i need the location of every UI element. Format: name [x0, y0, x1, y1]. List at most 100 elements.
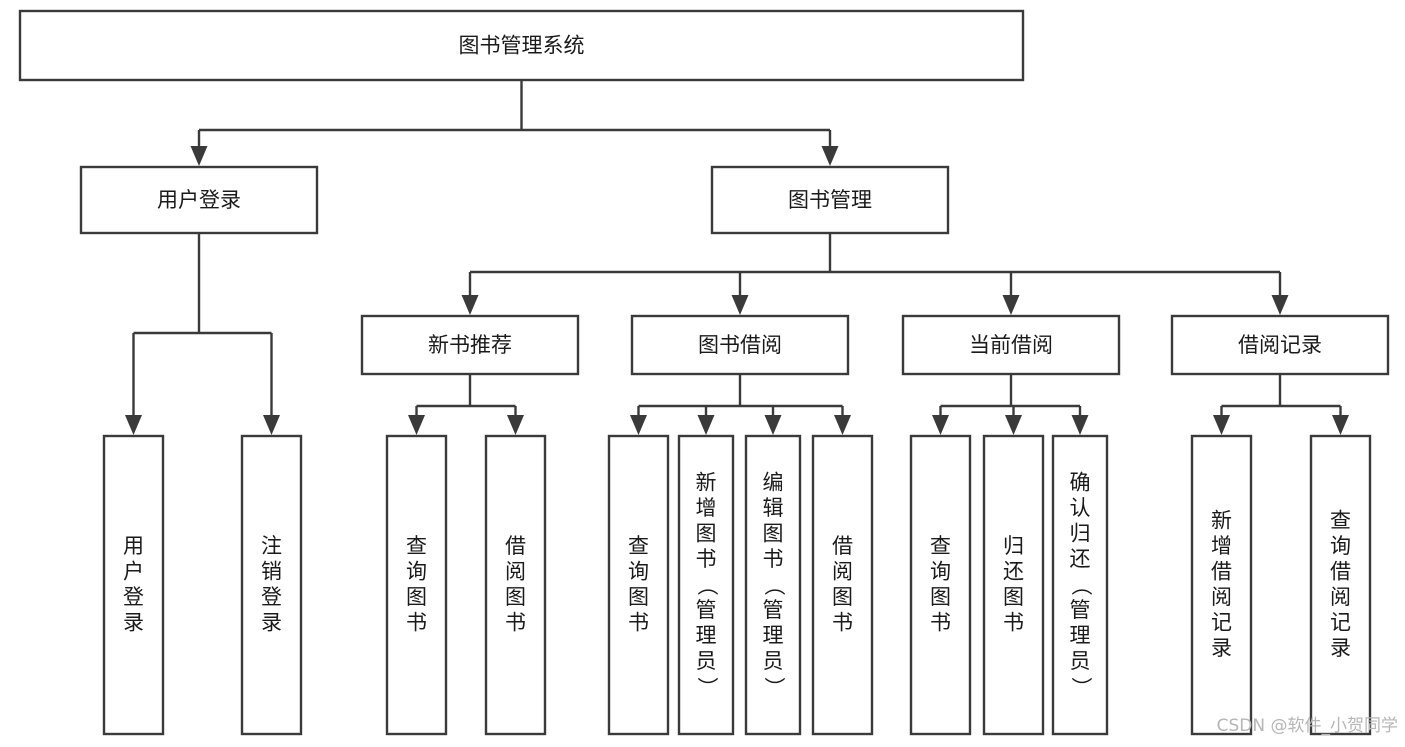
node-label-char: 管	[696, 598, 717, 622]
node-label-char: 销	[261, 560, 282, 584]
node-current-borrow[interactable]: 当前借阅	[901, 314, 1121, 376]
node-label-char: 登	[123, 585, 144, 609]
node-box-borrow-borrow-book	[811, 434, 874, 736]
node-label-char: 书	[628, 611, 649, 635]
node-box-borrow-add-book-admin	[677, 434, 735, 736]
node-box-user-login	[79, 165, 319, 235]
node-label-char: 增	[1211, 534, 1232, 558]
node-label-char: 图	[628, 585, 649, 609]
node-label-char: 借	[832, 534, 853, 558]
node-label-char: ）	[1069, 677, 1093, 698]
node-label-char: 认	[1070, 496, 1091, 520]
node-label-char: 阅	[832, 560, 853, 584]
node-label-char: 图	[505, 585, 526, 609]
node-label-char: 阅	[1211, 585, 1232, 609]
node-label-char: 新	[1211, 509, 1232, 533]
node-label-char: 户	[123, 560, 144, 584]
node-box-user-login-login	[102, 434, 165, 736]
node-user-login[interactable]: 用户登录	[79, 165, 319, 235]
node-label-char: 增	[696, 496, 717, 520]
node-book-management[interactable]: 图书管理	[710, 165, 950, 235]
node-label-char: 理	[1070, 623, 1091, 647]
node-label-char: 记	[1330, 611, 1351, 635]
node-box-borrow-edit-book-admin	[744, 434, 802, 736]
node-box-new-book-recommend	[360, 314, 580, 376]
node-label-char: 书	[696, 547, 717, 571]
node-label-char: 理	[696, 623, 717, 647]
node-box-book-borrow	[630, 314, 850, 376]
node-label-char: ）	[762, 677, 786, 698]
node-box-records-add-record	[1190, 434, 1253, 736]
node-label-char: 书	[763, 547, 784, 571]
node-label-char: 还	[1070, 547, 1091, 571]
node-label-char: 图	[406, 585, 427, 609]
node-label-char: 管	[1070, 598, 1091, 622]
node-label-char: 新	[696, 470, 717, 494]
node-root[interactable]: 图书管理系统	[18, 9, 1025, 82]
connector-layer	[125, 80, 1349, 435]
node-label-char: 录	[1211, 636, 1232, 660]
node-label-char: 查	[930, 534, 951, 558]
node-label-char: 管	[763, 598, 784, 622]
node-label-char: 书	[930, 611, 951, 635]
node-label-char: （	[762, 575, 786, 596]
node-label-char: 录	[261, 611, 282, 635]
node-label-char: 编	[763, 470, 784, 494]
node-label-char: 归	[1003, 534, 1024, 558]
node-label-char: 录	[123, 611, 144, 635]
node-label-char: 借	[1330, 560, 1351, 584]
node-box-user-login-logout	[240, 434, 303, 736]
node-box-root	[18, 9, 1025, 82]
node-label-char: 归	[1070, 521, 1091, 545]
node-label-borrow-records: 借阅记录	[1238, 333, 1322, 357]
node-label-root: 图书管理系统	[459, 34, 585, 58]
node-user-login-login[interactable]: 用户登录	[102, 434, 165, 736]
node-label-char: 员	[1070, 649, 1091, 673]
node-label-char: 阅	[505, 560, 526, 584]
node-new-book-recommend[interactable]: 新书推荐	[360, 314, 580, 376]
node-label-char: 用	[123, 534, 144, 558]
node-label-char: （	[1069, 575, 1093, 596]
node-box-recommend-query-book	[385, 434, 448, 736]
node-box-current-query-book	[909, 434, 972, 736]
node-label-book-management: 图书管理	[788, 188, 872, 212]
node-borrow-records[interactable]: 借阅记录	[1170, 314, 1390, 376]
node-label-char: ）	[695, 677, 719, 698]
node-label-char: 图	[763, 521, 784, 545]
node-label-char: 书	[406, 611, 427, 635]
node-label-new-book-recommend: 新书推荐	[428, 333, 512, 357]
node-box-borrow-records	[1170, 314, 1390, 376]
node-label-char: 询	[406, 560, 427, 584]
node-label-char: 图	[1003, 585, 1024, 609]
node-label-char: 借	[505, 534, 526, 558]
node-label-char: 查	[1330, 509, 1351, 533]
node-box-book-management	[710, 165, 950, 235]
node-label-book-borrow: 图书借阅	[698, 333, 782, 357]
node-label-char: 辑	[763, 496, 784, 520]
node-label-char: 阅	[1330, 585, 1351, 609]
node-label-char: 记	[1211, 611, 1232, 635]
node-label-char: 登	[261, 585, 282, 609]
node-box-borrow-query-book	[607, 434, 670, 736]
node-label-char: （	[695, 575, 719, 596]
node-label-char: 询	[930, 560, 951, 584]
node-box-current-borrow	[901, 314, 1121, 376]
node-book-borrow[interactable]: 图书借阅	[630, 314, 850, 376]
node-label-char: 员	[696, 649, 717, 673]
node-label-char: 图	[696, 521, 717, 545]
node-label-char: 员	[763, 649, 784, 673]
node-label-char: 书	[505, 611, 526, 635]
